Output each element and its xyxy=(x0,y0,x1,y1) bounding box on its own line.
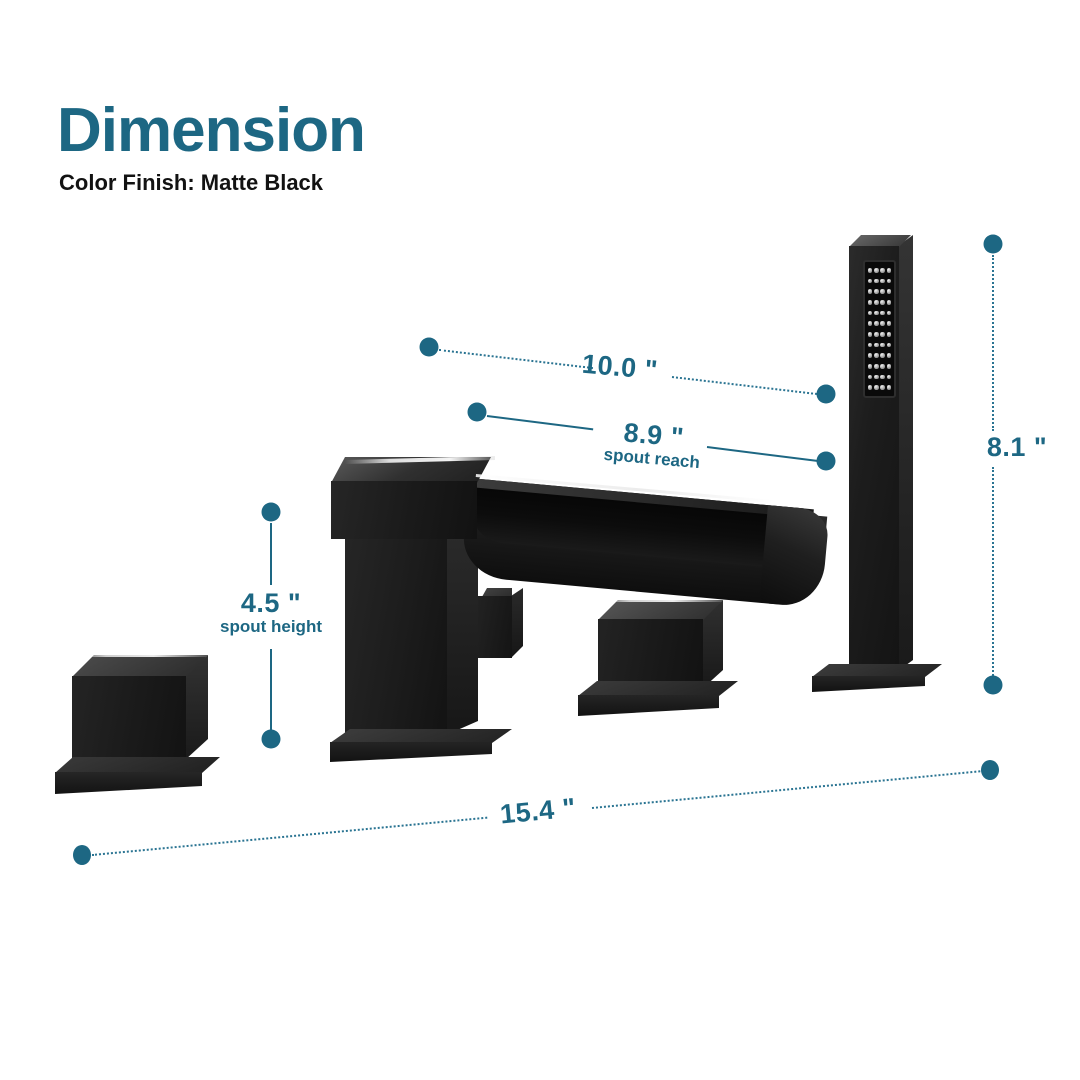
nozzle-hole xyxy=(867,374,873,380)
dim-dot-reach-left xyxy=(467,402,487,422)
center-handle-base-plate-top xyxy=(578,681,738,696)
nozzle-hole xyxy=(874,342,879,348)
nozzle-hole xyxy=(867,268,873,273)
nozzle-hole xyxy=(880,342,885,348)
nozzle-hole xyxy=(867,310,873,316)
nozzle-hole xyxy=(874,374,879,380)
left-handle-base-plate-front xyxy=(55,772,202,794)
nozzle-hole xyxy=(867,332,873,337)
spout-base-plate-front xyxy=(330,742,492,762)
sprayer-base-plate-top xyxy=(812,664,942,677)
channel-front-lip xyxy=(759,505,830,609)
left-handle-highlight xyxy=(72,655,208,657)
nozzle-hole xyxy=(874,332,879,337)
sprayer-top-face xyxy=(849,235,911,247)
left-handle-top-face xyxy=(72,655,208,677)
nozzle-hole xyxy=(886,364,892,369)
nozzle-hole xyxy=(867,289,873,294)
nozzle-hole xyxy=(886,353,892,358)
nozzle-hole xyxy=(880,321,885,326)
dim-dot-width-left xyxy=(73,845,91,865)
spout-pillar-front-face xyxy=(345,527,447,735)
nozzle-hole xyxy=(880,268,885,273)
dim-dot-spout-height-bottom xyxy=(261,729,281,749)
nozzle-hole xyxy=(880,332,885,337)
nozzle-hole xyxy=(886,268,892,273)
nozzle-hole xyxy=(867,342,873,348)
dim-dot-sprayer-top xyxy=(983,234,1003,254)
nozzle-hole xyxy=(880,300,885,305)
nozzle-hole xyxy=(886,332,892,337)
left-handle-front-face xyxy=(72,676,186,760)
color-finish-label: Color Finish: Matte Black xyxy=(59,170,324,195)
dim-line-sprayer-upper xyxy=(992,255,994,431)
nozzle-hole xyxy=(867,385,873,390)
nozzle-hole xyxy=(874,278,879,284)
sprayer-nozzle-panel xyxy=(863,260,896,398)
nozzle-hole xyxy=(867,300,873,305)
nozzle-hole xyxy=(874,321,879,326)
nozzle-hole xyxy=(880,374,885,380)
nozzle-hole xyxy=(886,342,892,348)
diverter-tab-front-face xyxy=(478,596,512,658)
nozzle-hole xyxy=(874,310,879,316)
nozzle-hole xyxy=(867,278,873,284)
left-handle-base-plate-top xyxy=(55,757,220,773)
page-title: Dimension xyxy=(57,96,366,165)
spout-base-plate-top xyxy=(330,729,512,743)
nozzle-hole xyxy=(880,289,885,294)
nozzle-hole xyxy=(874,289,879,294)
nozzle-hole xyxy=(867,321,873,326)
center-handle-base-plate-front xyxy=(578,695,719,716)
dim-dot-spout-height-top xyxy=(261,502,281,522)
nozzle-hole xyxy=(880,278,885,284)
dim-dot-reach-right xyxy=(816,451,836,471)
center-handle-front-face xyxy=(598,619,703,689)
nozzle-hole xyxy=(867,364,873,369)
nozzle-hole xyxy=(886,321,892,326)
sprayer-side-face xyxy=(898,235,913,671)
nozzle-hole xyxy=(886,310,892,316)
nozzle-hole xyxy=(886,289,892,294)
nozzle-hole xyxy=(886,385,892,390)
spout-arm-front-face xyxy=(331,481,477,539)
nozzle-hole xyxy=(880,353,885,358)
nozzle-hole xyxy=(886,278,892,284)
nozzle-hole xyxy=(880,310,885,316)
nozzle-hole xyxy=(874,353,879,358)
nozzle-hole xyxy=(880,364,885,369)
dim-line-sprayer-lower xyxy=(992,467,994,676)
dim-dot-span-left xyxy=(419,337,439,357)
dim-dot-width-right xyxy=(981,760,999,780)
dim-line-spout-height-upper xyxy=(270,523,272,585)
dim-label-spout-height: 4.5 " spout height xyxy=(220,588,322,637)
dim-dot-sprayer-bottom xyxy=(983,675,1003,695)
nozzle-hole xyxy=(874,268,879,273)
nozzle-hole xyxy=(886,300,892,305)
nozzle-hole xyxy=(867,353,873,358)
nozzle-hole xyxy=(874,364,879,369)
sprayer-base-plate-front xyxy=(812,676,925,692)
nozzle-hole xyxy=(874,385,879,390)
center-handle-highlight xyxy=(598,600,723,602)
nozzle-hole xyxy=(886,374,892,380)
dim-label-sprayer-height: 8.1 " xyxy=(986,432,1048,462)
center-handle-top-face xyxy=(598,600,723,620)
left-handle-side-face xyxy=(185,655,208,760)
nozzle-hole xyxy=(874,300,879,305)
center-handle-side-face xyxy=(702,600,723,689)
dim-line-spout-height-lower xyxy=(270,649,272,731)
diverter-tab-side-face xyxy=(511,588,523,658)
nozzle-hole xyxy=(880,385,885,390)
dim-dot-span-right xyxy=(816,384,836,404)
